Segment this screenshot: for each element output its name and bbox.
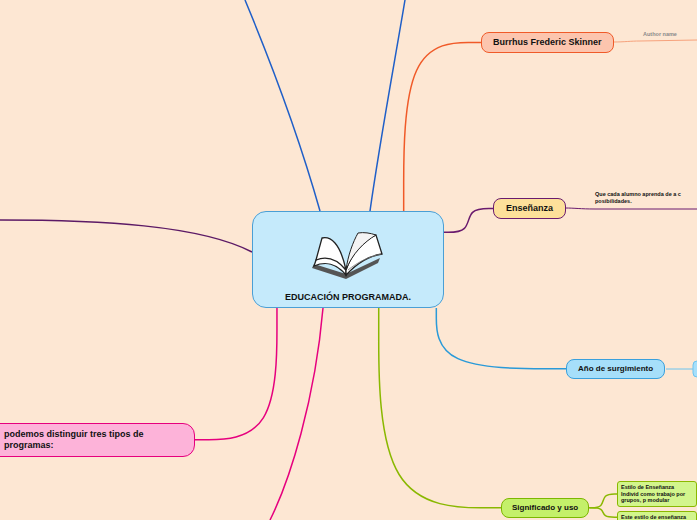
branch-connector <box>589 494 617 508</box>
topic-box: Significado y uso <box>501 498 589 518</box>
topic-box: podemos distinguir tres tipos de program… <box>0 423 195 457</box>
leader-line <box>613 40 697 42</box>
leader-line <box>666 369 693 370</box>
placeholder-label: Author name <box>643 31 693 38</box>
branch-connector <box>195 308 277 440</box>
branch-line <box>270 308 323 520</box>
node-text: Burrhus Frederic Skinner <box>493 37 602 48</box>
branch-connector <box>436 308 566 369</box>
topic-box: Año de surgimiento <box>566 359 665 379</box>
branch-connector <box>379 308 501 508</box>
subtopic-box: Estilo de Enseñanza Individ como trabajo… <box>617 481 697 507</box>
branch-line <box>0 220 252 252</box>
node-text: Este estilo de enseñanza <box>621 514 693 520</box>
node-text: Significado y uso <box>512 503 578 513</box>
branch-line <box>245 0 320 211</box>
subtopic-box: Este estilo de enseñanza <box>617 511 697 520</box>
node-text: podemos distinguir tres tipos de program… <box>4 429 186 451</box>
branch-line <box>370 0 405 211</box>
branch-connector <box>589 508 617 518</box>
node-text: Estilo de Enseñanza Individ como trabajo… <box>621 484 693 504</box>
branch-connector <box>444 208 493 232</box>
book-icon <box>308 230 388 280</box>
topic-box: Enseñanza <box>493 198 566 219</box>
note-label: Que cada alumno aprenda de a c posibilid… <box>595 191 695 205</box>
node-text: Año de surgimiento <box>578 364 653 374</box>
topic-box: Burrhus Frederic Skinner <box>481 32 614 53</box>
partial-box <box>693 361 697 377</box>
branch-connector <box>404 42 481 211</box>
node-text: EDUCACIÓN PROGRAMADA. <box>285 292 411 303</box>
node-text: Enseñanza <box>506 203 553 214</box>
leader-line <box>565 208 697 209</box>
